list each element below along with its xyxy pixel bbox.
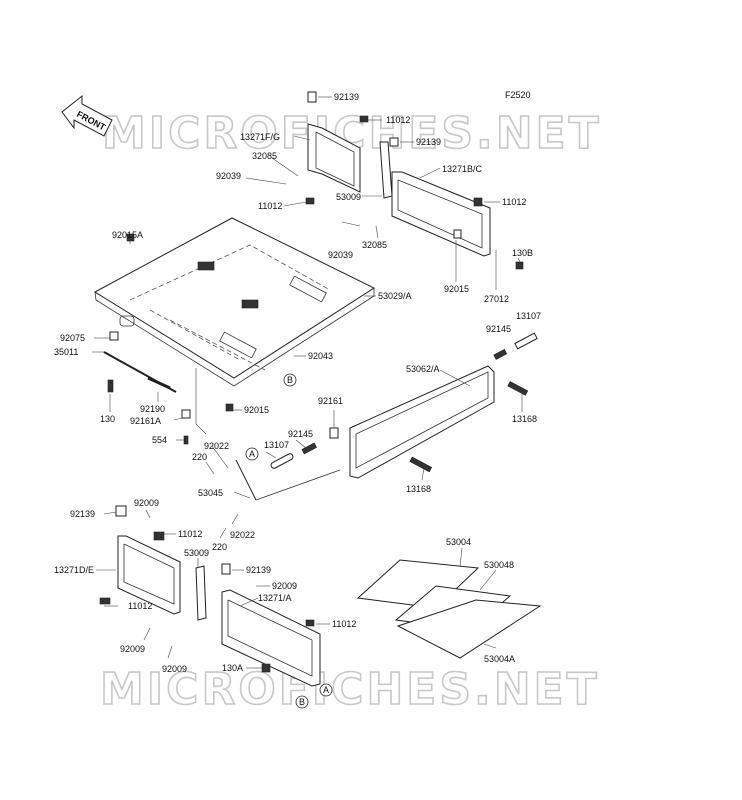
label-92190: 92190 <box>140 404 165 414</box>
label-92161a: 92161A <box>130 416 161 426</box>
label-13271fg: 13271F/G <box>240 132 280 142</box>
spring-right <box>493 349 508 360</box>
rod-92190 <box>147 376 171 390</box>
label-92043: 92043 <box>308 351 333 361</box>
pin-mid <box>270 453 294 469</box>
bolt-13168-right <box>507 381 529 396</box>
ref-marker-b-upper: B <box>283 373 297 387</box>
label-92039-a: 92039 <box>216 171 241 181</box>
ref-marker-a-lower: A <box>319 683 333 697</box>
cable-53045 <box>235 459 257 501</box>
front-side-panel <box>307 123 361 193</box>
label-11012-e: 11012 <box>128 601 152 611</box>
cable-upper <box>195 368 207 435</box>
label-35011: 35011 <box>54 347 78 357</box>
ref-marker-a-upper: A <box>245 447 259 461</box>
label-32085-b: 32085 <box>362 240 387 250</box>
label-13271bc: 13271B/C <box>442 164 483 174</box>
bracket-lower <box>195 565 207 621</box>
svg-text:A: A <box>249 449 255 459</box>
label-92015-b: 92015 <box>244 405 269 415</box>
label-53009-b: 53009 <box>184 548 209 558</box>
cap-92075 <box>109 331 119 341</box>
label-32085-a: 32085 <box>252 151 277 161</box>
bed-floor-panel <box>94 217 376 387</box>
label-53009-a: 53009 <box>336 192 361 202</box>
figure-code: F2520 <box>505 90 531 100</box>
label-53004a: 53004A <box>484 654 515 664</box>
right-side-panel <box>391 171 491 257</box>
label-53029a: 53029/A <box>378 291 412 301</box>
label-130: 130 <box>100 414 115 424</box>
label-13168-a: 13168 <box>512 414 537 424</box>
label-13107-b: 13107 <box>264 440 289 450</box>
bolt-13168-lower <box>409 456 433 473</box>
ref-marker-b-lower: B <box>295 695 309 709</box>
label-92009-a: 92009 <box>134 498 159 508</box>
leader-lines <box>92 96 523 669</box>
spring-mid <box>301 442 317 455</box>
label-92009-d: 92009 <box>162 664 187 674</box>
label-92139-c: 92139 <box>70 509 95 519</box>
label-92161: 92161 <box>318 396 343 406</box>
front-arrow-icon: FRONT <box>61 94 113 137</box>
label-11012-d: 11012 <box>178 529 202 539</box>
bracket-top <box>379 141 393 199</box>
label-130b: 130B <box>512 248 533 258</box>
svg-text:A: A <box>323 685 329 695</box>
label-11012-f: 11012 <box>332 619 356 629</box>
lower-right-panel <box>221 589 321 687</box>
label-92139-d: 92139 <box>246 565 271 575</box>
cable-link <box>255 469 341 501</box>
label-92145-b: 92145 <box>288 429 313 439</box>
label-11012-c: 11012 <box>502 197 526 207</box>
label-530048: 530048 <box>484 560 514 570</box>
label-11012-a: 11012 <box>386 115 410 125</box>
label-13168-b: 13168 <box>406 484 431 494</box>
label-554: 554 <box>152 435 167 445</box>
label-92075: 92075 <box>60 333 85 343</box>
label-13271de: 13271D/E <box>54 565 94 575</box>
label-13107-a: 13107 <box>516 311 541 321</box>
label-53045: 53045 <box>198 488 223 498</box>
label-92039-b: 92039 <box>328 250 353 260</box>
mat-53004A <box>396 599 542 659</box>
label-13271a: 13271/A <box>258 593 292 603</box>
label-92139-b: 92139 <box>416 137 441 147</box>
long-side-rail <box>349 365 495 479</box>
label-92009-c: 92009 <box>120 644 145 654</box>
label-53062a: 53062/A <box>406 364 440 374</box>
label-92022-a: 92022 <box>204 441 229 451</box>
svg-text:B: B <box>287 375 293 385</box>
label-92139-a: 92139 <box>334 92 359 102</box>
svg-text:B: B <box>299 697 305 707</box>
label-220-a: 220 <box>192 452 207 462</box>
label-92015-a: 92015 <box>444 284 469 294</box>
label-11012-b: 11012 <box>258 201 282 211</box>
label-53004: 53004 <box>446 537 471 547</box>
part-labels: 92139 11012 13271F/G 32085 92139 92039 1… <box>54 92 541 674</box>
label-92009-b: 92009 <box>272 581 297 591</box>
label-27012: 27012 <box>484 294 509 304</box>
label-92022-b: 92022 <box>230 530 255 540</box>
label-92015a: 92015A <box>112 230 143 240</box>
lower-left-panel <box>117 535 181 615</box>
label-92145-a: 92145 <box>486 324 511 334</box>
clip-92161 <box>329 427 339 439</box>
label-130a: 130A <box>222 663 243 673</box>
fasteners <box>99 91 524 673</box>
watermark-bottom: MICROFICHES.NET <box>100 664 600 715</box>
pin-right <box>514 332 538 350</box>
label-220-b: 220 <box>212 542 227 552</box>
